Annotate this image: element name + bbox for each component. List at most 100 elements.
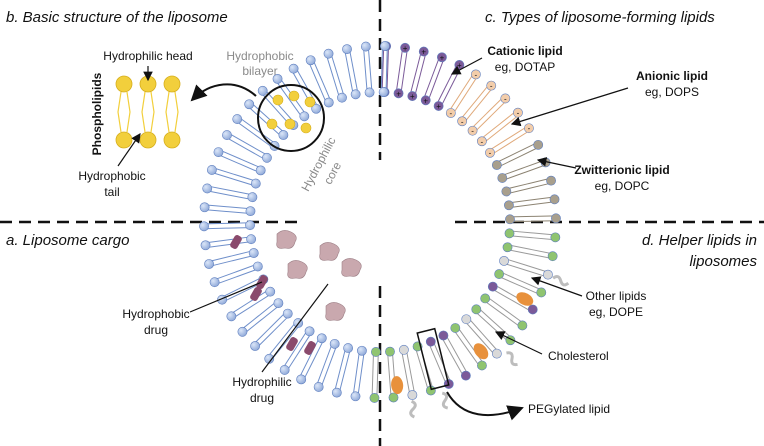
lipid-head-outer	[237, 326, 248, 337]
lipid-head-outer	[369, 393, 380, 403]
lipid-tail	[423, 56, 445, 102]
lipid-head-inner	[265, 286, 276, 297]
lipid-head-outer	[543, 269, 553, 280]
lipid-head-outer	[313, 382, 324, 392]
lipid-head-inner	[357, 345, 367, 356]
section-title-a: a. Liposome cargo	[6, 232, 129, 249]
lipid-head-outer	[407, 390, 418, 400]
lipid-head-inner	[467, 125, 478, 136]
cholesterol-molecule	[391, 376, 404, 395]
lipid-head-outer	[272, 73, 283, 84]
cationic-lipid-example: eg, DOTAP	[495, 60, 555, 74]
lipid-head-inner	[425, 336, 436, 347]
lipid-head-outer	[202, 183, 213, 194]
zoom-phospholipid-head	[300, 122, 312, 134]
lipid-head-inner	[476, 136, 487, 147]
lipid-tail	[395, 47, 408, 94]
lipid-head-outer	[350, 391, 361, 402]
lipid-head-inner	[501, 186, 512, 197]
section-title-d-line1: d. Helper lipids in	[642, 232, 757, 249]
lipid-head-inner	[420, 95, 431, 106]
lipid-tail	[440, 334, 469, 378]
lipid-head-inner	[245, 206, 256, 217]
lipid-head-inner	[311, 103, 322, 114]
lipid-tail	[362, 46, 373, 93]
lipid-head-inner	[471, 304, 482, 315]
lipid-charge-symbol: +	[410, 92, 415, 101]
lipid-head-outer	[279, 365, 290, 375]
lipid-tail	[380, 45, 388, 93]
lipid-head-outer	[460, 370, 471, 381]
hydrophilic-drug	[319, 242, 340, 261]
lipid-tail	[206, 185, 253, 201]
lipid-charge-symbol: +	[457, 61, 462, 70]
section-title-d-line2: liposomes	[689, 253, 757, 270]
lipid-tail	[428, 340, 452, 386]
zoom-phospholipid-head	[288, 90, 300, 102]
anionic-lipid-label: Anionic lipid	[636, 69, 708, 83]
phospholipid-head-top	[163, 75, 181, 93]
lipid-tail	[247, 102, 286, 138]
hydrophilic-drug-label-line2: drug	[250, 391, 274, 405]
lipid-head-outer	[437, 52, 447, 63]
lipid-head-inner	[461, 314, 472, 325]
lipid-tail	[344, 48, 359, 95]
lipid-tail	[208, 250, 255, 267]
phospholipid-head-bottom	[115, 131, 133, 149]
lipid-charge-symbol: -	[528, 124, 531, 133]
lipid-head-outer	[323, 48, 334, 59]
lipid-tail	[260, 88, 296, 128]
lipid-tail	[315, 342, 338, 388]
hydrophilic-drug-label-line1: Hydrophilic	[232, 375, 291, 389]
hydrophilic-drug	[276, 230, 297, 249]
other-lipids-label: Other lipids	[586, 289, 647, 303]
lipid-head-inner	[445, 108, 456, 118]
lipid-head-inner	[323, 97, 334, 108]
lipid-head-inner	[337, 92, 347, 103]
cholesterol-label: Cholesterol	[548, 349, 609, 363]
lipid-tail	[409, 50, 427, 97]
lipid-tail	[220, 276, 265, 303]
lipid-head-inner	[497, 173, 508, 183]
lipid-head-inner	[494, 269, 505, 279]
lipid-head-inner	[350, 89, 361, 100]
lipid-head-inner	[247, 192, 258, 203]
lipid-tail	[217, 149, 262, 174]
lipid-head-outer	[380, 41, 390, 51]
lipid-head-outer	[222, 130, 232, 140]
lipid-head-outer	[546, 175, 556, 186]
lipid-tail	[448, 72, 479, 115]
hydrophobic-drug	[304, 341, 316, 355]
lipid-head-outer	[551, 213, 561, 224]
lipid-tail	[509, 230, 556, 241]
lipid-tail	[352, 350, 365, 397]
lipid-head-inner	[316, 333, 327, 344]
liposome-cargo	[230, 230, 362, 355]
lipid-tail	[509, 215, 557, 223]
lipid-tail	[204, 204, 251, 215]
lipid-charge-symbol: +	[396, 89, 401, 98]
hydrophobic-tail-label-line2: tail	[104, 185, 119, 199]
lipid-head-inner	[246, 234, 257, 245]
lipid-head-outer	[199, 221, 209, 232]
phospholipid-head-top	[115, 75, 133, 93]
lipid-head-outer	[200, 240, 211, 251]
pointer-hydrophobic-drug	[189, 281, 263, 313]
other-lipids-example: eg, DOPE	[589, 305, 643, 319]
lipid-head-inner	[282, 308, 293, 319]
lipid-tail	[483, 296, 525, 328]
lipid-head-outer	[264, 353, 275, 364]
peg-chain	[441, 391, 449, 410]
cationic-lipid-label: Cationic lipid	[487, 44, 562, 58]
lipid-tail	[282, 329, 313, 372]
lipid-head-inner	[499, 255, 509, 266]
lipid-tail	[501, 159, 547, 181]
hydrophobic-drug-label-line2: drug	[144, 323, 168, 337]
hydrophobic-drug	[230, 235, 242, 249]
lipid-head-inner	[278, 130, 289, 140]
lipid-head-inner	[504, 228, 515, 239]
phospholipid-tail	[165, 91, 179, 133]
lipid-charge-symbol: -	[490, 82, 493, 91]
lipid-tail	[325, 52, 345, 99]
lipid-tail	[503, 258, 549, 278]
